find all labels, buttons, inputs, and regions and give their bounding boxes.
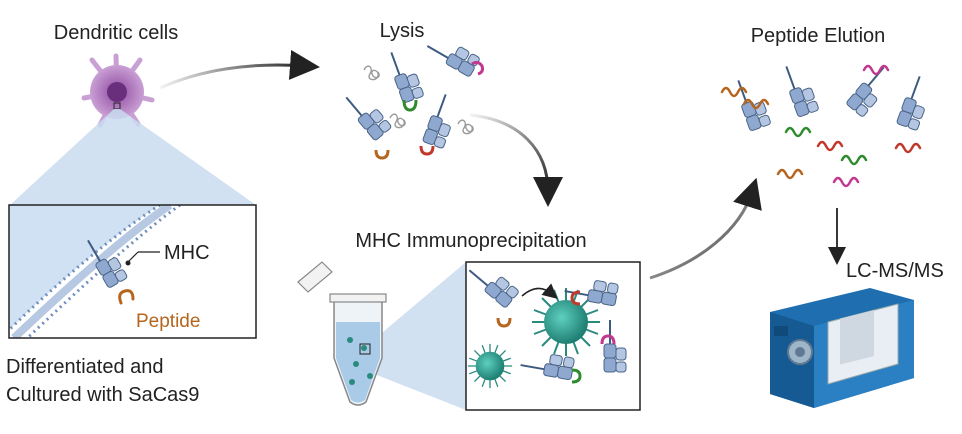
arrow-icon [649, 177, 762, 280]
label-mhc: MHC [164, 242, 210, 264]
arrow-icon [159, 49, 320, 90]
label-mhc-immunoprecipitation: MHC Immunoprecipitation [355, 230, 586, 252]
eluted-peptides [720, 59, 936, 188]
tube-icon [297, 261, 387, 406]
lysis-mix [340, 31, 484, 160]
dendritic-cell-icon [81, 53, 155, 128]
membrane-zoom-box [8, 204, 257, 339]
label-peptide: Peptide [136, 311, 200, 332]
mass-spectrometer-icon [770, 288, 914, 408]
label-dendritic-cells: Dendritic cells [54, 22, 178, 44]
ip-zoom-box [464, 257, 641, 411]
caption-line-2: Cultured with SaCas9 [6, 384, 199, 406]
arrow-icon [469, 113, 563, 207]
caption-line-1: Differentiated and [6, 356, 164, 378]
label-peptide-elution: Peptide Elution [751, 25, 886, 47]
label-lcms: LC-MS/MS [846, 260, 944, 282]
zoom-cone [10, 109, 256, 205]
label-lysis: Lysis [380, 20, 425, 42]
